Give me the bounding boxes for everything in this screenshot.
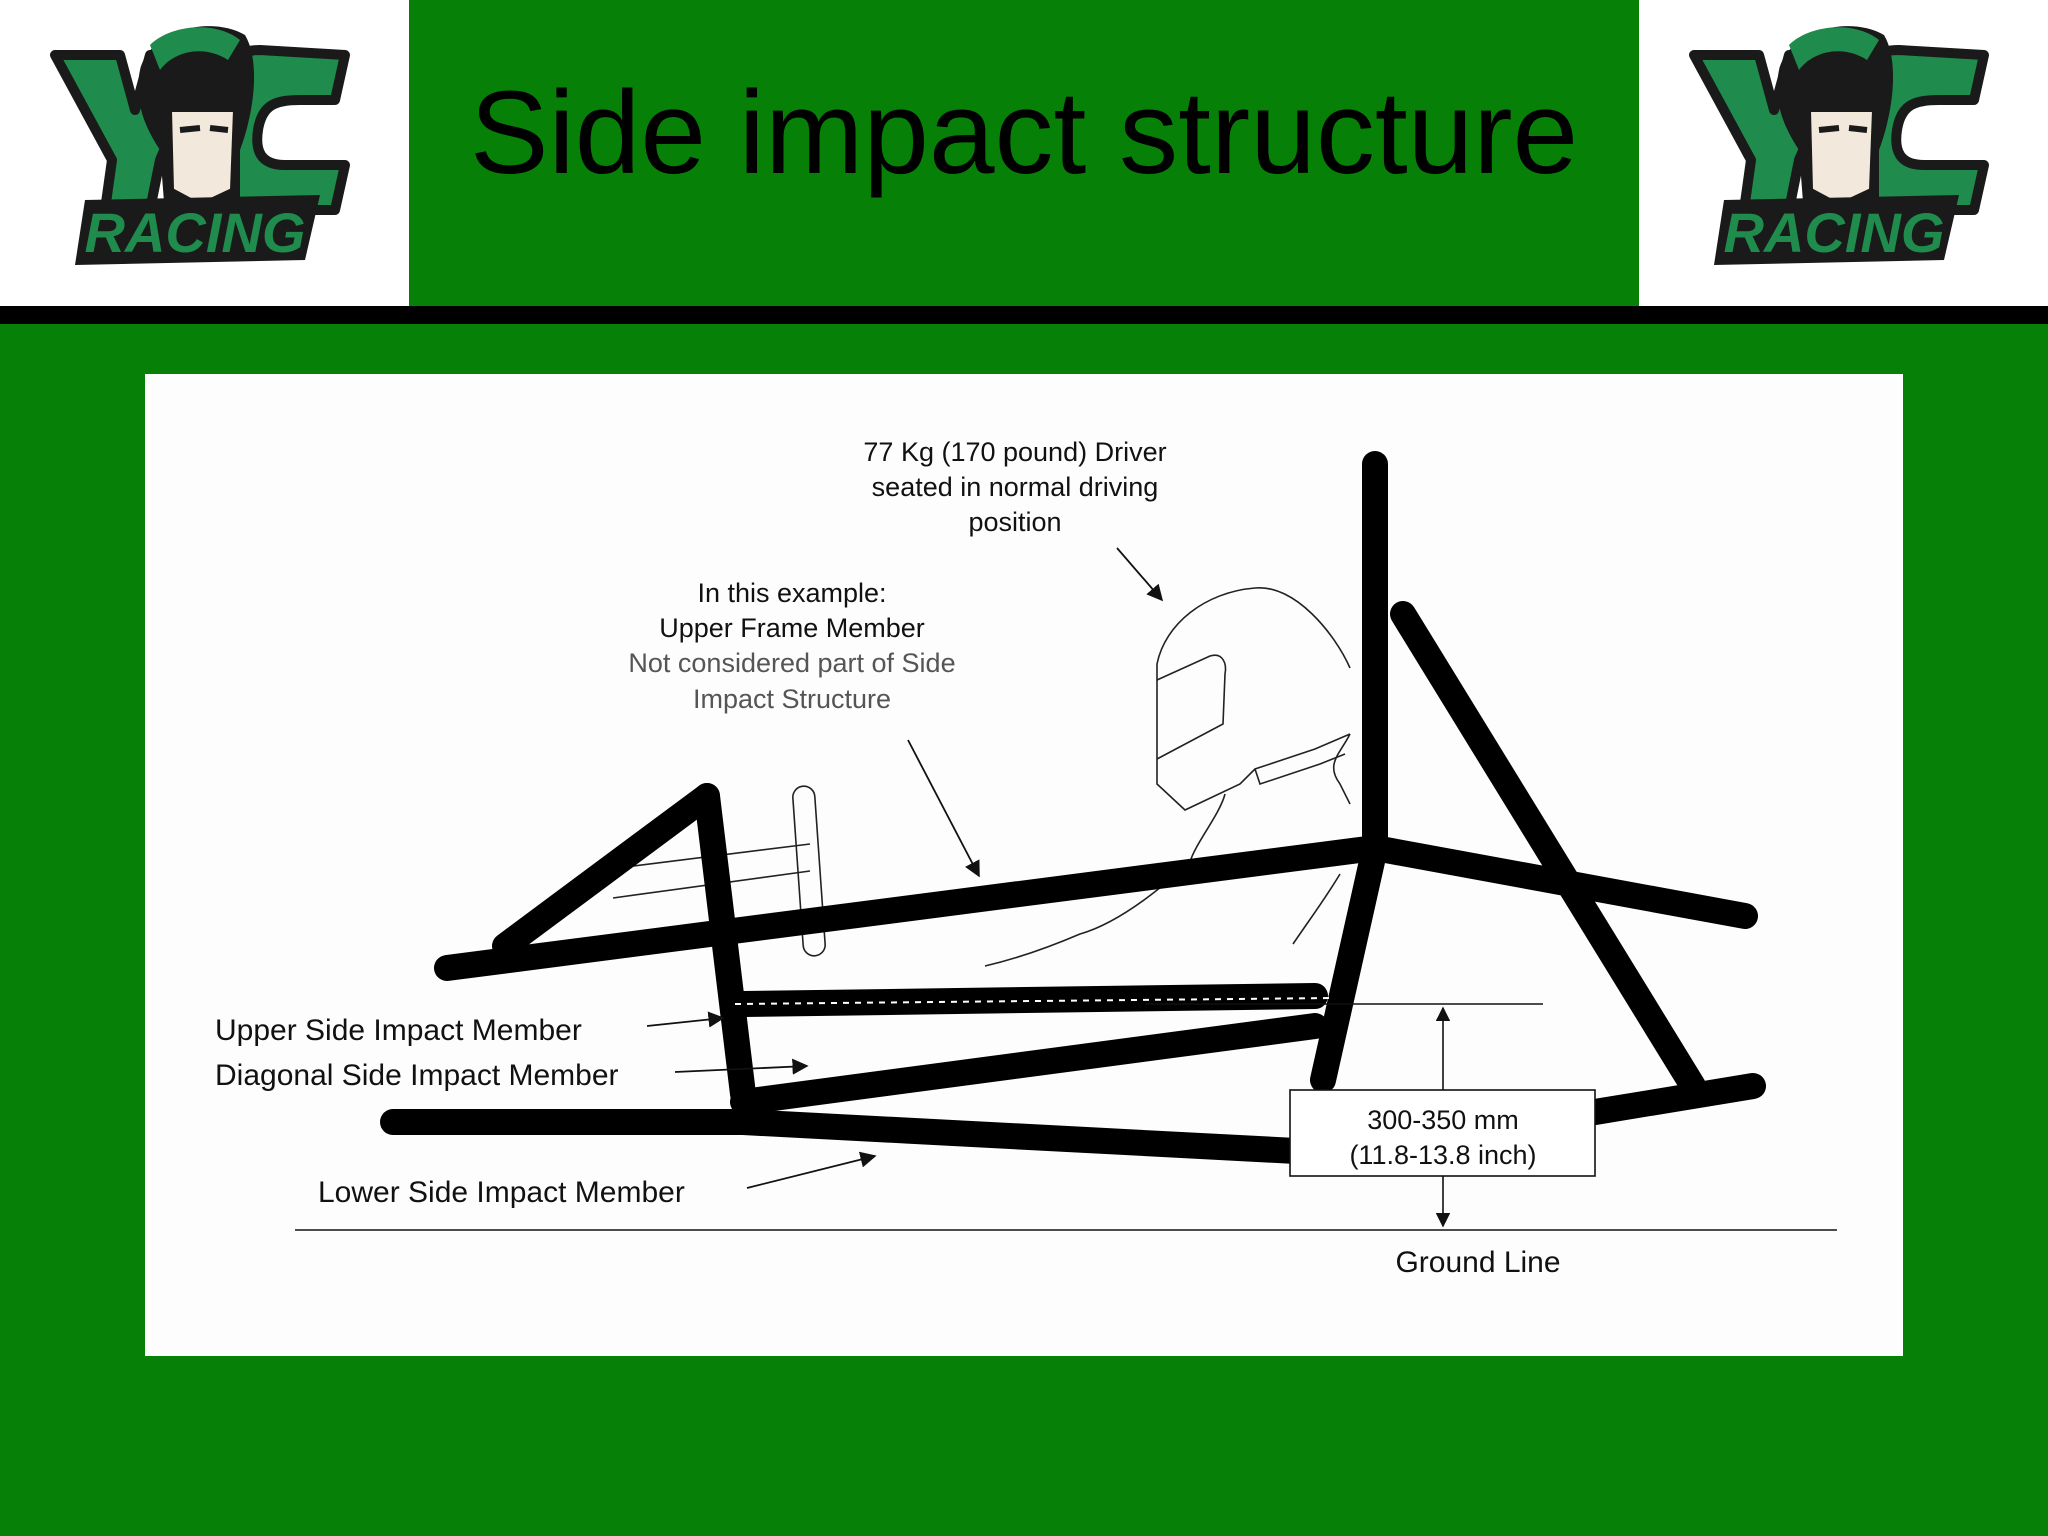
diagonal-side-impact-member <box>730 1013 1328 1115</box>
svg-text:Not considered part of Side: Not considered part of Side <box>628 648 955 678</box>
rear-upper-member <box>1362 835 1758 929</box>
svg-text:position: position <box>968 507 1061 537</box>
front-bulkhead-brace <box>492 783 720 959</box>
svg-text:seated in normal driving: seated in normal driving <box>872 472 1159 502</box>
upper-member-label: Upper Side Impact Member <box>215 1014 582 1047</box>
front-hoop <box>694 783 756 1107</box>
logo-right: RACING <box>1639 0 2048 306</box>
main-hoop-lower <box>1310 835 1388 1093</box>
frame-tubes <box>380 451 1766 1165</box>
logo-left: RACING <box>0 0 409 306</box>
svg-text:Upper Frame Member: Upper Frame Member <box>659 613 925 643</box>
dimension-mm-label: 300-350 mm <box>1367 1105 1519 1135</box>
upper-side-impact-member <box>730 983 1328 1017</box>
yc-racing-logo: RACING <box>1689 26 1989 265</box>
dimension-box <box>1289 1089 1596 1177</box>
svg-text:In this example:: In this example: <box>697 578 886 608</box>
lower-side-impact-member-rear <box>730 1109 1328 1165</box>
lower-member-label: Lower Side Impact Member <box>318 1176 685 1209</box>
side-impact-diagram: 77 Kg (170 pound) Driver seated in norma… <box>145 374 1903 1356</box>
diagonal-member-label: Diagonal Side Impact Member <box>215 1059 619 1092</box>
svg-text:RACING: RACING <box>85 201 306 264</box>
upper-frame-member <box>434 835 1388 981</box>
driver-outline <box>984 587 1351 967</box>
header-rule <box>0 306 2048 324</box>
slide-title: Side impact structure <box>409 0 1639 306</box>
svg-text:77 Kg (170 pound) Driver: 77 Kg (170 pound) Driver <box>863 437 1166 467</box>
driver-label: 77 Kg (170 pound) Driver seated in norma… <box>863 437 1166 537</box>
rear-lower-member <box>1582 1073 1766 1125</box>
upper-side-impact-dashes <box>734 997 1336 1005</box>
frame-drawing: 77 Kg (170 pound) Driver seated in norma… <box>215 437 1837 1279</box>
slide-title-text: Side impact structure <box>469 67 1579 199</box>
main-hoop-brace <box>1390 601 1706 1099</box>
svg-text:RACING: RACING <box>1724 201 1945 264</box>
leader-arrows <box>646 547 1164 1189</box>
yc-racing-logo: RACING <box>50 26 350 265</box>
ground-line-label: Ground Line <box>1395 1246 1560 1279</box>
example-label: In this example: Upper Frame Member Not … <box>628 578 955 714</box>
svg-text:Impact Structure: Impact Structure <box>693 684 891 714</box>
dimension-inch-label: (11.8-13.8 inch) <box>1349 1140 1536 1170</box>
